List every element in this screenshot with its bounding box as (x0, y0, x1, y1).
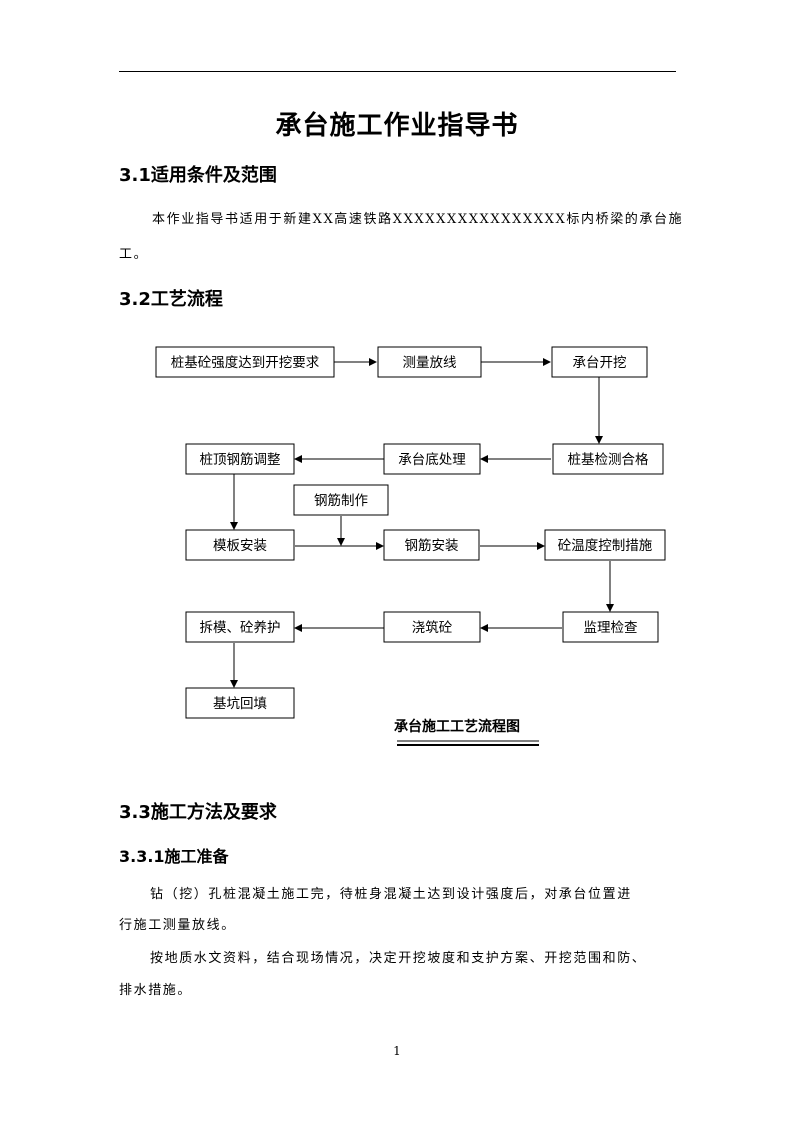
node-rebar-fabrication: 钢筋制作 (293, 484, 389, 516)
node-survey: 测量放线 (377, 346, 482, 378)
section-3-1-text-line1: 本作业指导书适用于新建XX高速铁路XXXXXXXXXXXXXXXX标内桥梁的承台… (152, 212, 684, 227)
node-inspection: 监理检查 (562, 611, 659, 643)
node-rebar-fabrication-label: 钢筋制作 (314, 492, 368, 509)
node-rebar-install-label: 钢筋安装 (405, 537, 459, 554)
node-pile-test: 桩基检测合格 (552, 443, 664, 475)
node-bottom-treatment-label: 承台底处理 (398, 452, 466, 468)
node-pile-test-label: 桩基检测合格 (568, 451, 649, 468)
section-3-3-1-heading: 3.3.1施工准备 (119, 847, 229, 866)
section-3-2-heading: 3.2工艺流程 (119, 289, 223, 310)
node-bottom-treatment: 承台底处理 (383, 443, 481, 475)
node-demold-cure-label: 拆模、砼养护 (200, 620, 281, 636)
node-survey-label: 测量放线 (403, 355, 457, 371)
node-rebar-install: 钢筋安装 (383, 529, 480, 561)
node-pouring-label: 浇筑砼 (412, 620, 453, 636)
node-backfill: 基坑回填 (185, 687, 295, 719)
section-3-1-heading: 3.1适用条件及范围 (119, 165, 277, 186)
flowchart-caption: 承台施工工艺流程图 (394, 719, 520, 735)
para2-line1: 按地质水文资料，结合现场情况，决定开挖坡度和支护方案、开挖范围和防、 (150, 951, 647, 966)
node-temp-control-label: 砼温度控制措施 (558, 538, 653, 554)
node-formwork: 模板安装 (185, 529, 295, 561)
para2-line2: 排水措施。 (119, 983, 193, 998)
node-pouring: 浇筑砼 (383, 611, 481, 643)
node-pile-top-rebar: 桩顶钢筋调整 (185, 443, 295, 475)
page-number: 1 (393, 1044, 401, 1058)
node-pile-strength-label: 桩基砼强度达到开挖要求 (171, 354, 320, 371)
section-3-1-text-line2: 工。 (119, 247, 149, 262)
node-excavation-label: 承台开挖 (573, 355, 627, 371)
node-pile-top-rebar-label: 桩顶钢筋调整 (200, 451, 281, 468)
node-pile-strength: 桩基砼强度达到开挖要求 (155, 346, 335, 378)
node-inspection-label: 监理检查 (584, 620, 638, 636)
node-temp-control: 砼温度控制措施 (544, 529, 666, 561)
para1-line1: 钻（挖）孔桩混凝土施工完，待桩身混凝土达到设计强度后，对承台位置进 (150, 887, 632, 902)
node-formwork-label: 模板安装 (213, 538, 267, 554)
node-backfill-label: 基坑回填 (213, 695, 267, 712)
node-excavation: 承台开挖 (551, 346, 648, 378)
header-rule (119, 71, 676, 72)
para1-line2: 行施工测量放线。 (119, 918, 236, 933)
document-title: 承台施工作业指导书 (275, 111, 519, 141)
node-demold-cure: 拆模、砼养护 (185, 611, 295, 643)
section-3-3-heading: 3.3施工方法及要求 (119, 802, 277, 823)
